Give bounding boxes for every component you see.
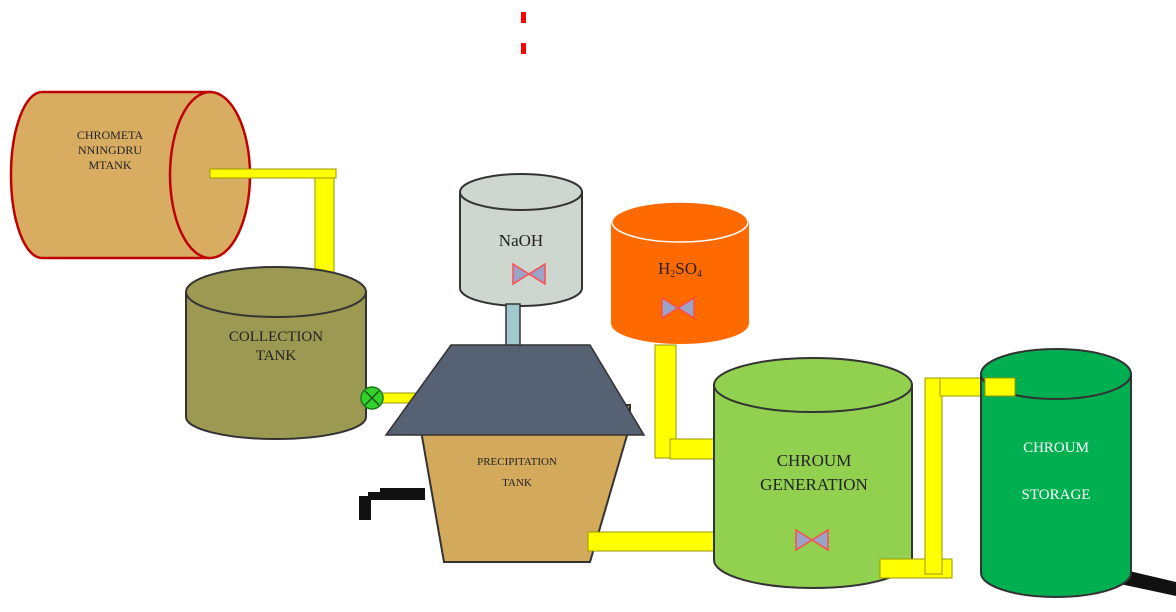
drum-label: CHROMETA NNINGDRU MTANK: [55, 128, 165, 173]
h2so4-tank: [611, 201, 749, 344]
naoh-valve-icon: [512, 262, 546, 286]
chroum-storage-label: CHROUM STORAGE: [990, 439, 1122, 505]
generation-valve-icon: [795, 528, 829, 552]
precipitation-drain-end: [359, 496, 371, 520]
chroum-storage-tank: [980, 348, 1132, 598]
naoh-label: NaOH: [498, 231, 544, 250]
h2so4-sub-2: 2: [670, 269, 676, 280]
h2so4-so: SO: [675, 259, 697, 278]
precipitation-label-line-1: PRECIPITATION: [477, 456, 557, 468]
precipitation-tank: [384, 344, 646, 563]
drum-label-line-1: CHROMETA: [76, 128, 144, 142]
storage-label-line-2: STORAGE: [1021, 486, 1091, 503]
drum-label-line-3: MTANK: [88, 158, 132, 172]
chroum-generation-label: CHROUM GENERATION: [734, 449, 894, 497]
h2so4-valve-icon: [661, 296, 695, 320]
collection-tank-label: COLLECTION TANK: [206, 328, 346, 366]
h2so4-label: H2SO4: [620, 258, 740, 282]
h2so4-h: H: [657, 259, 671, 278]
pipe-h2so4-to-generation: [654, 344, 744, 460]
precipitation-label-line-2: TANK: [502, 476, 532, 489]
generation-label-line-1: CHROUM: [776, 451, 852, 470]
h2so4-sub-4: 4: [697, 269, 702, 280]
precipitation-tank-label: PRECIPITATION TANK: [442, 452, 592, 494]
collection-label-line-2: TANK: [255, 347, 297, 364]
green-ball-valve-icon: [360, 386, 384, 410]
collection-tank: [185, 266, 367, 440]
storage-drain-pipe: [1120, 570, 1176, 596]
naoh-feed-pipe: [505, 303, 521, 351]
pipe-generation-to-storage: [879, 377, 1016, 579]
storage-label-line-1: CHROUM: [1023, 440, 1089, 456]
pipe-precipitation-to-generation: [587, 531, 719, 552]
generation-label-line-2: GENERATION: [760, 474, 868, 494]
collection-label-line-1: COLLECTION: [228, 329, 324, 345]
drum-label-line-2: NNINGDRU: [78, 143, 142, 157]
chroum-generation-tank: [713, 357, 913, 589]
naoh-tank: [459, 173, 583, 307]
precipitation-drain-pipe: [360, 488, 425, 520]
red-marker: [521, 12, 526, 54]
pipe-drum-to-collection: [209, 168, 337, 289]
pipe-storage-inlet: [984, 377, 1016, 397]
